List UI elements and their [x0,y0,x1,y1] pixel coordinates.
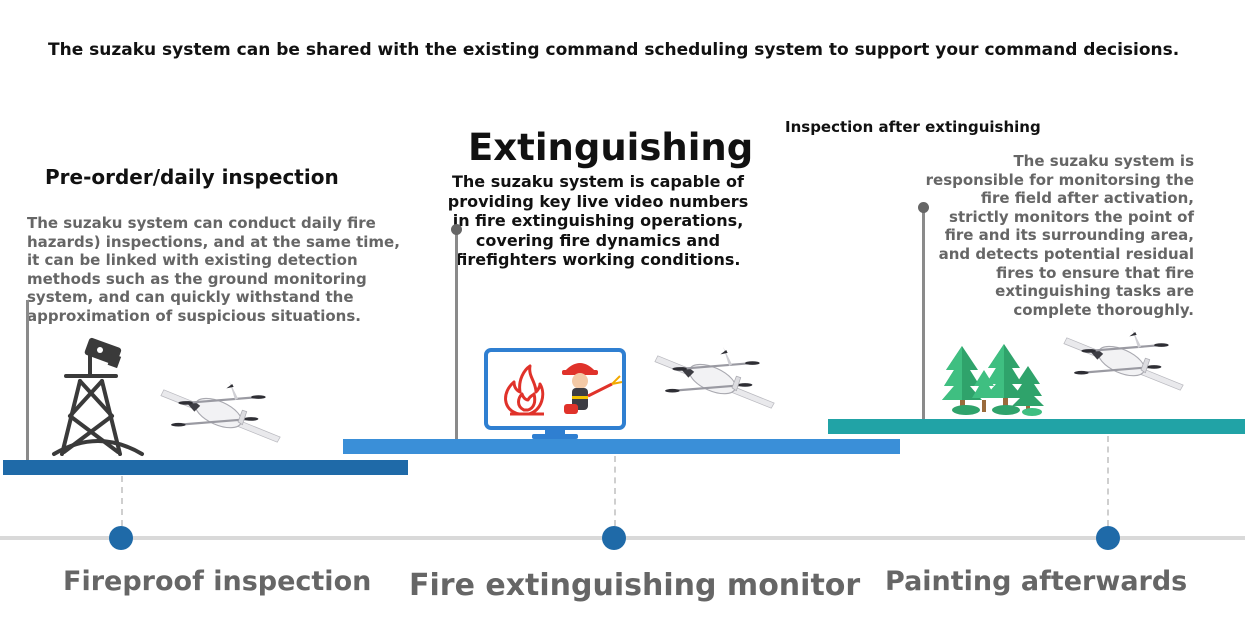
connector-pin-3-top [918,202,929,213]
timeline-bar-phase-3 [828,419,1245,434]
drone-icon [1062,327,1185,392]
phase-description-extinguishing: The suzaku system is capable of providin… [447,172,749,270]
phase-description-post-inspection: The suzaku system is responsible for mon… [925,152,1194,319]
connector-line-2 [455,230,458,448]
stage-label-fireproof-inspection: Fireproof inspection [63,566,372,597]
connector-line-1 [26,300,29,468]
timeline-bar-phase-2 [343,439,900,454]
dash-connector-2 [614,456,616,526]
phase-description-pre-order: The suzaku system can conduct daily fire… [27,214,400,325]
watchtower-camera-icon [52,337,144,456]
drone-icon [159,379,282,444]
dash-connector-1 [121,476,123,526]
phase-title-extinguishing: Extinguishing [468,126,754,169]
drone-icon [653,345,776,410]
timeline-dot-2 [602,526,626,550]
phase-title-post-inspection: Inspection after extinguishing [785,118,1041,136]
timeline-dot-3 [1096,526,1120,550]
monitor-fire-firefighter-icon [484,348,626,439]
dash-connector-3 [1107,436,1109,526]
phase-title-pre-order: Pre-order/daily inspection [45,165,339,189]
timeline-dot-1 [109,526,133,550]
timeline-bar-phase-1 [3,460,408,475]
trees-icon [942,344,1044,416]
connector-pin-2-top [451,224,462,235]
connector-line-3 [922,208,925,426]
stage-label-fire-extinguishing-monitor: Fire extinguishing monitor [409,568,861,603]
stage-label-painting-afterwards: Painting afterwards [885,566,1188,597]
headline: The suzaku system can be shared with the… [48,40,1180,60]
